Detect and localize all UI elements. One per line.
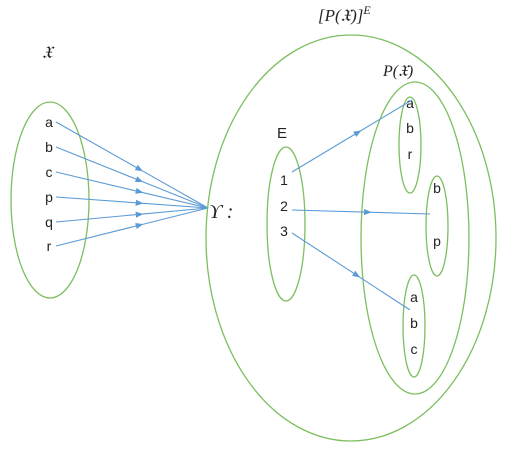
E-set-ellipse — [266, 146, 306, 302]
E-set-label: E — [277, 125, 287, 142]
domain-element-b: b — [45, 139, 53, 155]
function-space-exponent: E — [362, 3, 371, 17]
domain-arrow-r — [55, 207, 209, 247]
domain-element-p: p — [45, 189, 53, 205]
domain-arrow-q — [55, 207, 209, 223]
subset-ellipse-bp — [425, 175, 449, 277]
function-space-label: [P(𝔛)]E — [318, 3, 371, 25]
E-element-3: 3 — [280, 223, 288, 239]
domain-set-ellipse — [10, 101, 90, 299]
mapping-arrow-3 — [291, 232, 411, 311]
E-arrows — [291, 99, 431, 311]
subset-2-element-a: a — [410, 289, 418, 305]
domain-element-a: a — [45, 114, 53, 130]
mapping-arrow-1 — [291, 99, 413, 173]
power-set-ellipse — [360, 81, 470, 395]
domain-arrow-b — [55, 146, 209, 209]
domain-element-r: r — [47, 238, 52, 254]
mapping-arrow-2 — [291, 209, 431, 216]
subset-ellipse-abc — [402, 274, 426, 378]
subset-2-element-c: c — [411, 341, 418, 357]
map-symbol: ϒ : — [209, 201, 233, 223]
E-element-2: 2 — [280, 198, 288, 214]
domain-set-label: 𝔛 — [42, 43, 55, 62]
subset-ellipse-abr — [398, 96, 422, 194]
subset-2-element-b: b — [410, 315, 418, 331]
domain-arrow-c — [55, 171, 209, 209]
subset-1-element-p: p — [433, 233, 441, 249]
domain-arrows — [55, 121, 209, 247]
domain-element-q: q — [45, 214, 53, 230]
subset-1-element-b: b — [433, 180, 441, 196]
subset-0-element-b: b — [406, 120, 414, 136]
function-space-base: [P(𝔛)] — [318, 6, 363, 25]
domain-arrow-p — [55, 196, 209, 209]
power-set-label: P(𝔛) — [382, 63, 413, 80]
domain-element-c: c — [46, 164, 53, 180]
subset-0-element-r: r — [408, 146, 413, 162]
E-element-1: 1 — [280, 172, 288, 188]
subset-0-element-a: a — [406, 95, 414, 111]
E-elements: 1 2 3 — [280, 172, 288, 239]
function-space-ellipse — [205, 34, 497, 442]
domain-arrow-a — [55, 121, 209, 209]
